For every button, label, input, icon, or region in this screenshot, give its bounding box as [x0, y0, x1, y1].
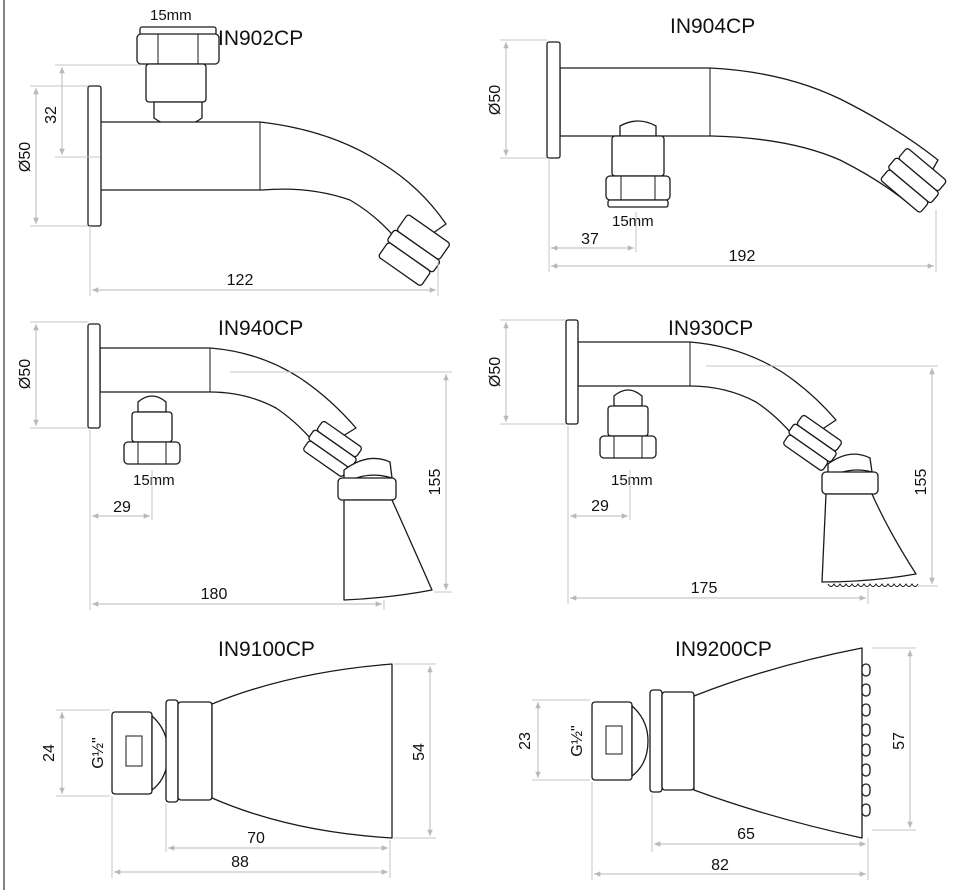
- spout-thread: [303, 420, 363, 477]
- valve-nut: [599, 389, 657, 459]
- body-label: 65: [737, 826, 755, 843]
- flange-label: Ø50: [487, 357, 504, 387]
- inlet-nut: [591, 701, 633, 781]
- ball-joint: [631, 705, 649, 777]
- spout-thread: [783, 414, 843, 471]
- product-in940cp: IN940CP 15mm Ø50 29 155: [17, 317, 452, 610]
- head-collar: [337, 477, 397, 501]
- wall-flange: [87, 323, 101, 429]
- inlet-label: 24: [41, 744, 58, 762]
- spray-nozzles: [827, 583, 919, 587]
- product-in9100cp: IN9100CP 24 G½" 54 70 88: [41, 638, 436, 878]
- wall-flange: [87, 85, 102, 227]
- offset-label: 29: [113, 499, 131, 516]
- flange-label: Ø50: [487, 85, 504, 115]
- thread-label: G½": [90, 737, 107, 768]
- spout-arm: [577, 341, 837, 445]
- nut-size-label: 15mm: [611, 472, 653, 489]
- height-label: 155: [427, 469, 444, 496]
- face-label: 57: [891, 732, 908, 750]
- length-label: 82: [711, 857, 729, 874]
- spout-thread: [378, 214, 450, 286]
- offset-label: 37: [581, 231, 599, 248]
- shower-head: [693, 647, 863, 839]
- thread-label: G½": [569, 725, 586, 756]
- product-code: IN940CP: [218, 317, 303, 340]
- flange-label: Ø50: [17, 359, 34, 389]
- nut-size-label: 15mm: [612, 213, 654, 230]
- valve-nut: [136, 26, 220, 128]
- face-label: 54: [411, 743, 428, 761]
- shower-head: [343, 499, 433, 601]
- inlet-label: 23: [517, 732, 534, 750]
- length-label: 180: [201, 586, 228, 603]
- wall-flange: [565, 319, 579, 425]
- valve-nut: [605, 120, 671, 208]
- product-in930cp: IN930CP 15mm Ø50 29 155: [487, 317, 938, 604]
- head-collar: [649, 689, 663, 793]
- product-code: IN9100CP: [218, 638, 315, 661]
- shower-head: [821, 493, 917, 583]
- length-label: 88: [231, 854, 249, 871]
- offset-label: 29: [591, 498, 609, 515]
- shower-head: [211, 663, 393, 839]
- spout-arm: [99, 347, 357, 451]
- wall-flange: [546, 41, 561, 159]
- product-code: IN930CP: [668, 317, 753, 340]
- inlet-nut: [111, 711, 153, 795]
- spout-arm: [99, 121, 447, 253]
- spout-thread: [880, 148, 947, 213]
- valve-nut: [123, 395, 181, 465]
- head-collar: [821, 471, 879, 495]
- body-label: 70: [247, 830, 265, 847]
- nut-size-label: 15mm: [150, 7, 192, 24]
- head-collar: [165, 699, 179, 803]
- product-code: IN902CP: [218, 27, 303, 50]
- spray-nozzles: [861, 663, 871, 817]
- height-label: 155: [913, 469, 930, 496]
- nut-size-label: 15mm: [133, 472, 175, 489]
- offset-label: 32: [43, 106, 60, 124]
- product-code: IN904CP: [670, 15, 755, 38]
- product-in902cp: IN902CP 15mm 32 Ø50 1: [17, 7, 450, 296]
- flange-label: Ø50: [17, 142, 34, 172]
- length-label: 175: [691, 580, 718, 597]
- product-in9200cp: IN9200CP 23 G½" 57 65 82: [517, 638, 916, 880]
- product-in904cp: IN904CP 15mm Ø50 37 192: [487, 15, 947, 272]
- spout-arm: [559, 67, 939, 207]
- length-label: 192: [729, 248, 756, 265]
- product-code: IN9200CP: [675, 638, 772, 661]
- length-label: 122: [227, 272, 254, 289]
